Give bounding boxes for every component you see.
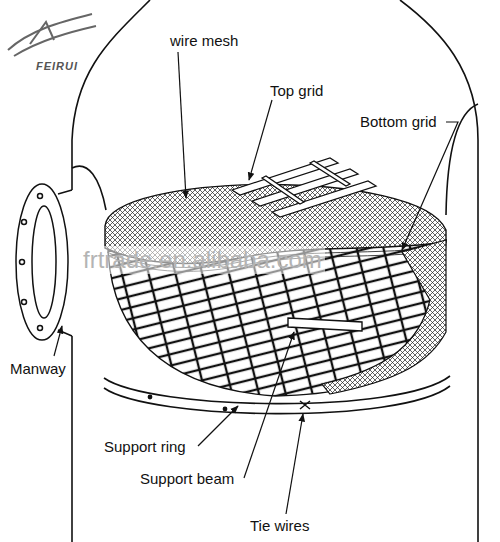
support-beam: [288, 318, 362, 331]
leader-lines: [54, 52, 458, 514]
tie-wire: [300, 401, 310, 409]
manway-flange: [16, 184, 72, 340]
logo-text: FEIRUI: [36, 60, 78, 73]
part-label: Top grid: [270, 82, 323, 99]
watermark: frtrade.en.alibaba.com: [80, 246, 325, 274]
part-label: Support beam: [140, 470, 234, 487]
part-label: Tie wires: [250, 517, 309, 534]
part-label: Manway: [10, 360, 66, 377]
top-grid: [232, 158, 376, 217]
part-label: Support ring: [104, 438, 186, 455]
wire-mesh-section: [322, 240, 446, 394]
vessel-shell: [72, 0, 478, 542]
part-label: wire mesh: [170, 32, 238, 49]
logo-mark: [8, 14, 96, 56]
part-label: Bottom grid: [360, 113, 437, 130]
